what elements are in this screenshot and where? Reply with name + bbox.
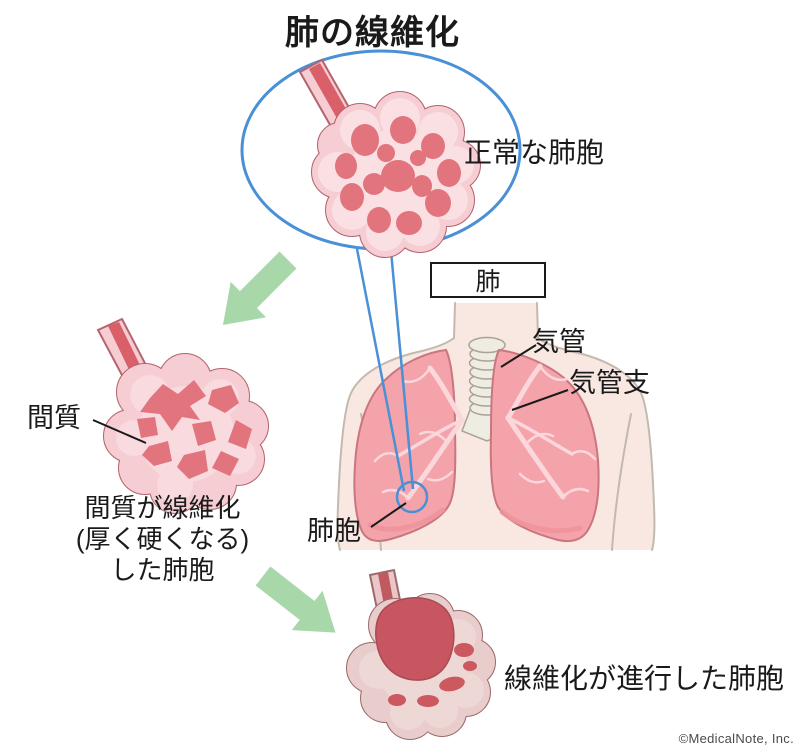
advanced-fibrosis-alveolus-illustration <box>346 568 496 740</box>
alveoli-label: 肺胞 <box>307 516 361 546</box>
trachea-label: 気管 <box>532 327 586 357</box>
advanced-fibrosis-label: 線維化が進行した肺胞 <box>504 663 785 694</box>
arrow-down-left-icon <box>222 251 297 326</box>
page-title: 肺の線維化 <box>285 14 460 52</box>
bronchus-label: 気管支 <box>569 368 650 398</box>
bronchial-tree-illustration <box>373 363 597 501</box>
arrow-down-right-icon <box>255 566 336 633</box>
lung-label-box: 肺 <box>430 262 546 298</box>
copyright-notice: ©MedicalNote, Inc. <box>678 731 794 746</box>
normal-alveolus-illustration <box>298 58 481 258</box>
fibrotic-alveolus-illustration <box>96 317 269 514</box>
normal-alveoli-label: 正常な肺胞 <box>464 137 605 168</box>
caption-line-3: した肺胞 <box>110 555 215 585</box>
caption-line-2: (厚く硬くなる) <box>75 524 250 554</box>
caption-line-1: 間質が線維化 <box>84 493 241 523</box>
lung-label: 肺 <box>475 268 501 296</box>
pointer-lines <box>92 344 569 528</box>
torso-illustration <box>336 302 656 551</box>
interstitium-label: 間質 <box>27 403 81 433</box>
fibrotic-alveolus-caption: 間質が線維化 (厚く硬くなる) した肺胞 <box>30 493 295 586</box>
lungs-illustration <box>353 348 600 543</box>
